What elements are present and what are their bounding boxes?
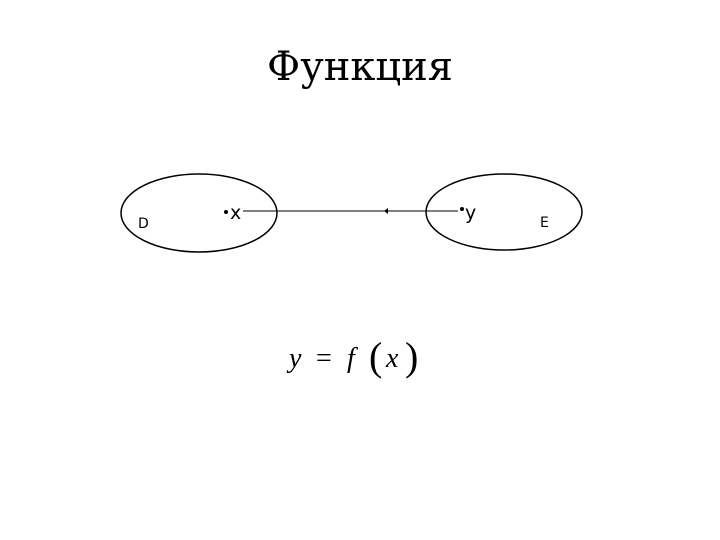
mapping-arrow-head [384, 208, 388, 214]
function-formula: y = f ( x ) [286, 334, 418, 379]
slide-title: Функция [266, 44, 453, 90]
formula-close-paren: ) [405, 334, 418, 379]
formula-argument: x [385, 343, 399, 374]
domain-set-label: D [138, 216, 149, 232]
formula-equals: = [316, 343, 332, 374]
domain-element-label: x [230, 202, 241, 224]
domain-set-ellipse [120, 173, 278, 253]
formula-open-paren: ( [369, 334, 382, 379]
domain-element-dot [224, 210, 228, 214]
codomain-element-label: y [465, 202, 476, 224]
formula-lhs: y [286, 343, 302, 374]
formula-function-name: f [347, 343, 358, 374]
codomain-set-label: E [540, 215, 549, 231]
codomain-set-ellipse [425, 173, 583, 251]
codomain-element-dot [460, 207, 464, 211]
